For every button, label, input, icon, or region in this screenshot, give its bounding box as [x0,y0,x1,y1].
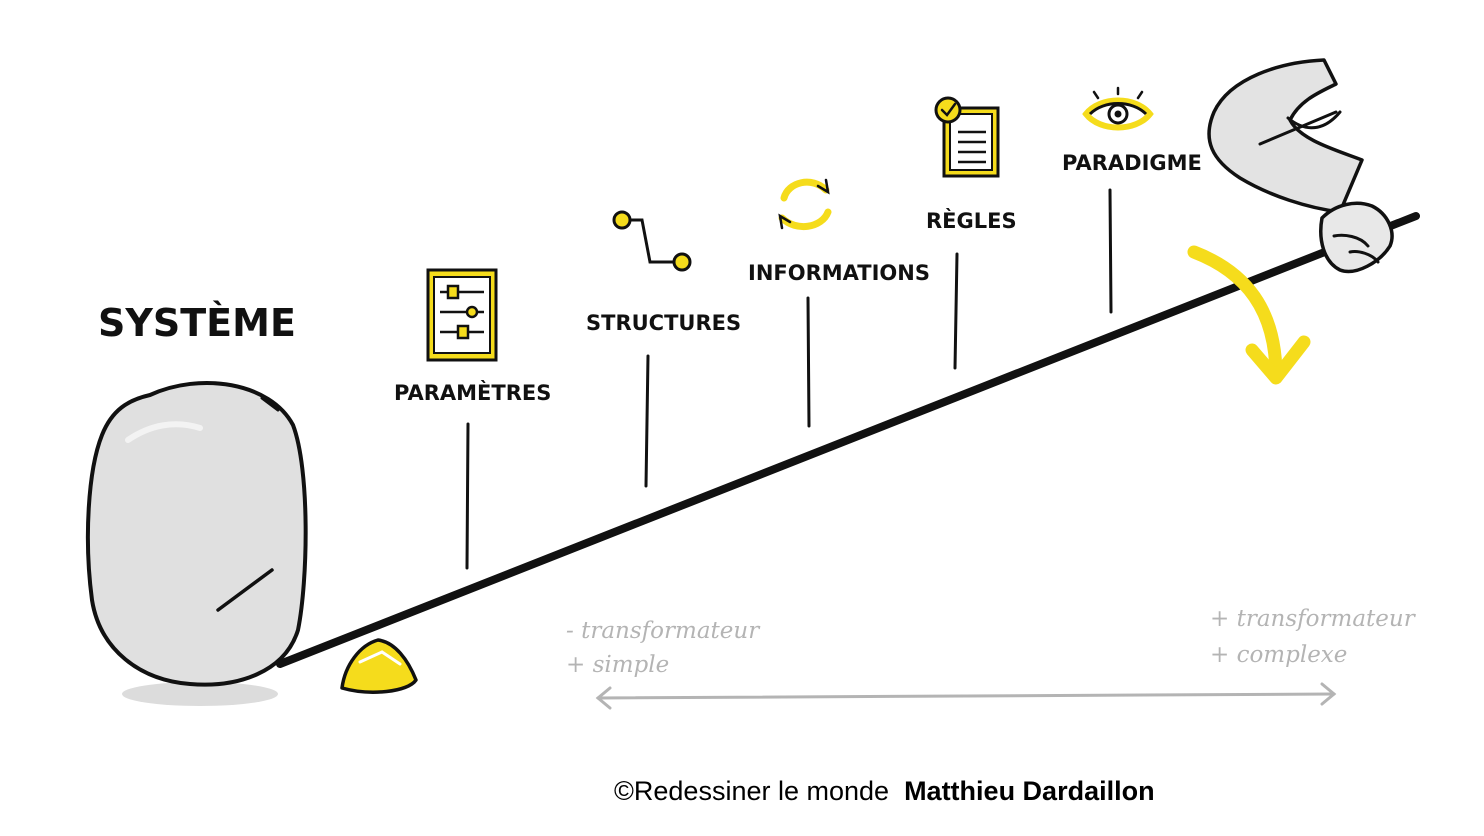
refresh-icon [778,178,832,230]
system-label: SYSTÈME [98,301,296,345]
credit-author: Matthieu Dardaillon [904,776,1155,806]
lever-label-parametres: PARAMÈTRES [394,380,551,405]
credit-prefix: ©Redessiner le monde [614,776,890,806]
lever-ticks [465,188,1113,570]
rotation-arrow-icon [1187,245,1311,385]
checklist-icon [934,96,1000,178]
arm-icon [1207,58,1394,274]
scale-left-line2: + simple [566,652,669,678]
lever-regles: RÈGLES [926,96,1017,233]
scale-right-line1: + transformateur [1210,606,1417,632]
scale-left-line1: - transformateur [566,618,761,644]
fulcrum-stone-icon [340,638,418,694]
sliders-icon [426,268,498,362]
eye-icon [1082,86,1154,131]
connector-icon [612,210,692,272]
lever-informations: INFORMATIONS [748,178,930,285]
lever-structures: STRUCTURES [586,210,741,335]
scale-notes: - transformateur + simple + transformate… [566,606,1417,678]
lever-parametres: PARAMÈTRES [394,268,551,405]
lever-label-structures: STRUCTURES [586,311,741,335]
lever-bar [276,212,1420,668]
scale-arrow [595,682,1337,710]
system-stone-icon [85,380,308,706]
lever-label-informations: INFORMATIONS [748,261,930,285]
lever-label-paradigme: PARADIGME [1062,151,1202,175]
lever-paradigme: PARADIGME [1062,86,1202,175]
scale-right-line2: + complexe [1210,642,1347,668]
lever-label-regles: RÈGLES [926,208,1017,233]
credit-line: ©Redessiner le monde Matthieu Dardaillon [614,776,1155,807]
